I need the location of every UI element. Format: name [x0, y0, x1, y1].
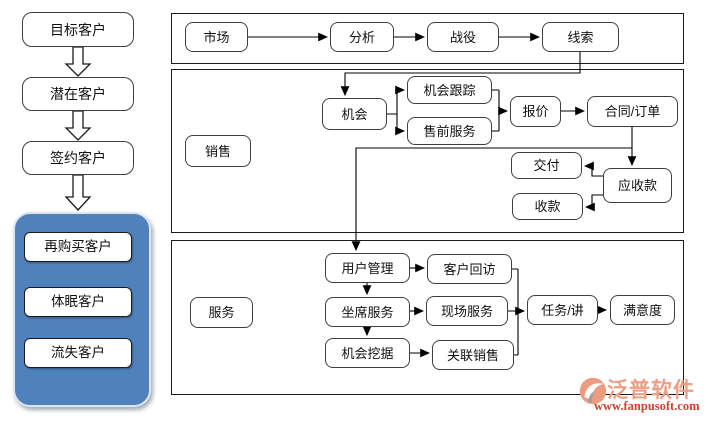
node-market: 市场: [185, 22, 248, 52]
swoosh-circle-icon: [579, 377, 607, 405]
node-opportunity: 机会: [322, 98, 387, 130]
label-service: 服务: [190, 297, 253, 328]
node-lost-customer: 流失客户: [24, 338, 132, 368]
node-quote: 报价: [510, 96, 561, 127]
node-presales-service: 售前服务: [407, 117, 492, 145]
node-lead: 线索: [542, 22, 619, 52]
node-repurchase-customer: 再购买客户: [24, 232, 132, 262]
node-receivables: 应收款: [603, 168, 672, 203]
node-potential-customer: 潜在客户: [22, 77, 134, 111]
node-field-service: 现场服务: [426, 296, 508, 326]
node-opportunity-tracking: 机会跟踪: [407, 76, 492, 104]
label-sales: 销售: [185, 135, 251, 167]
node-customer-followup: 客户回访: [427, 254, 512, 284]
node-collection: 收款: [512, 193, 583, 220]
node-related-sales: 关联销售: [432, 340, 514, 370]
logo-title: 泛普软件: [607, 379, 695, 402]
node-contract-order: 合同/订单: [587, 96, 678, 127]
node-signed-customer: 签约客户: [22, 141, 134, 175]
logo: 泛普软件 www.fanpusoft.com: [578, 374, 711, 422]
node-satisfaction: 满意度: [610, 295, 675, 325]
node-dormant-customer: 体眠客户: [24, 287, 132, 317]
node-opportunity-mining: 机会挖据: [325, 338, 410, 368]
node-agent-service: 坐席服务: [325, 297, 410, 327]
down-arrow-icon: [64, 110, 92, 141]
node-delivery: 交付: [511, 152, 582, 179]
node-target-customer: 目标客户: [22, 12, 134, 47]
logo-url: www.fanpusoft.com: [594, 399, 700, 413]
down-arrow-icon: [64, 46, 92, 77]
node-user-management: 用户管理: [325, 253, 410, 283]
down-arrow-icon: [64, 174, 92, 211]
node-task: 任务/讲: [527, 295, 598, 325]
node-campaign: 战役: [427, 22, 499, 52]
node-analysis: 分析: [330, 22, 394, 52]
